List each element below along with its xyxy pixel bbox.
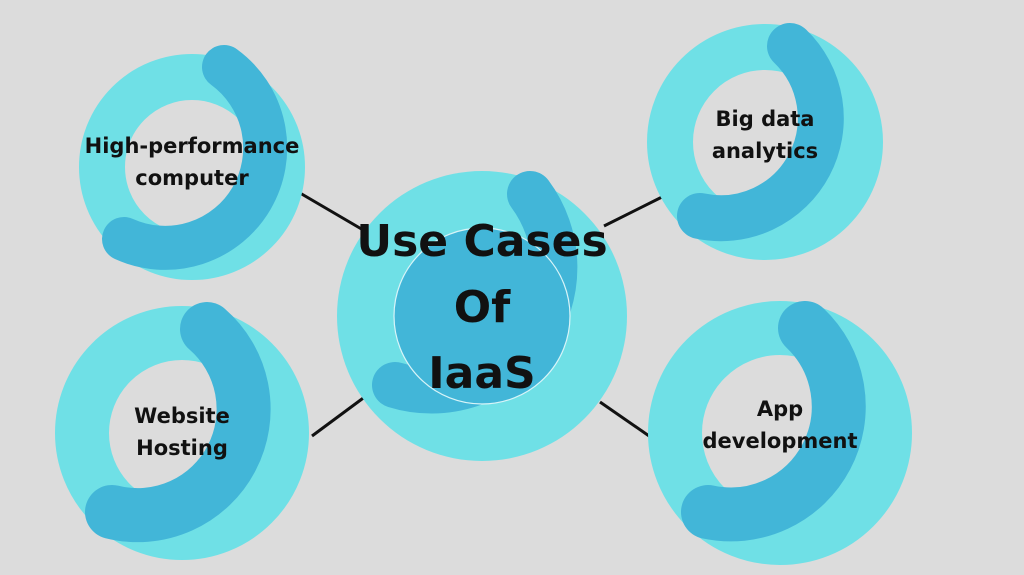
connector-appdev	[599, 400, 653, 440]
ring-bigdata	[647, 23, 883, 260]
ring-appdev	[648, 301, 912, 565]
connector-hosting	[311, 394, 367, 438]
hub-center	[337, 171, 627, 461]
connector-bigdata	[603, 194, 665, 228]
ring-hosting	[55, 302, 309, 560]
ring-hpc	[79, 45, 305, 280]
